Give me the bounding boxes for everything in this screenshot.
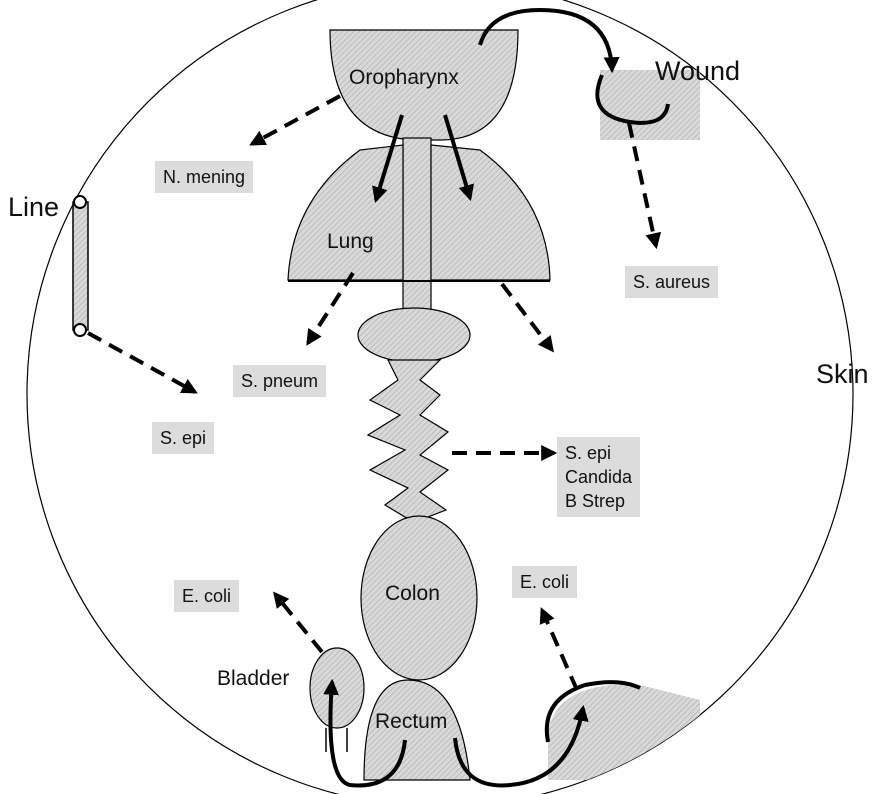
line-catheter-shape [73,202,88,330]
line-label: Line [8,194,59,221]
rectum-label: Rectum [375,711,447,732]
bladder-label: Bladder [217,668,289,689]
wound-label: Wound [655,58,740,85]
skin-label: Skin [816,361,869,388]
trachea-shape [403,138,431,310]
colon-label: Colon [385,583,440,604]
lung-shape-right [431,145,550,280]
organism-gut-item: Candida [565,465,632,489]
arrow-to-s-epi-line [88,333,195,392]
oropharynx-label: Oropharynx [349,67,459,88]
organism-gut-list: S. epi Candida B Strep [557,437,640,517]
arrow-to-e-coli-right [542,610,577,690]
line-top-port [74,196,86,208]
organism-s-epi-line: S. epi [152,422,214,454]
organism-gut-item: B Strep [565,489,632,513]
organism-e-coli-right: E. coli [512,566,577,598]
organism-s-pneum: S. pneum [233,365,326,397]
arrow-to-n-mening [252,96,340,144]
arrow-to-s-aureus [629,123,656,246]
organism-s-aureus: S. aureus [625,266,718,298]
bladder-shape [310,648,364,728]
organism-gut-item: S. epi [565,441,632,465]
small-intestine-shape [368,360,448,520]
arrow-lung-right-out [502,284,552,350]
arrow-to-s-pneum [308,273,353,343]
line-bottom-port [74,324,86,336]
arrow-to-e-coli-bladder [275,594,322,652]
organism-e-coli-bladder: E. coli [174,580,239,612]
stomach-shape [358,308,470,362]
lung-label: Lung [327,231,374,252]
organism-n-mening: N. mening [155,161,253,193]
